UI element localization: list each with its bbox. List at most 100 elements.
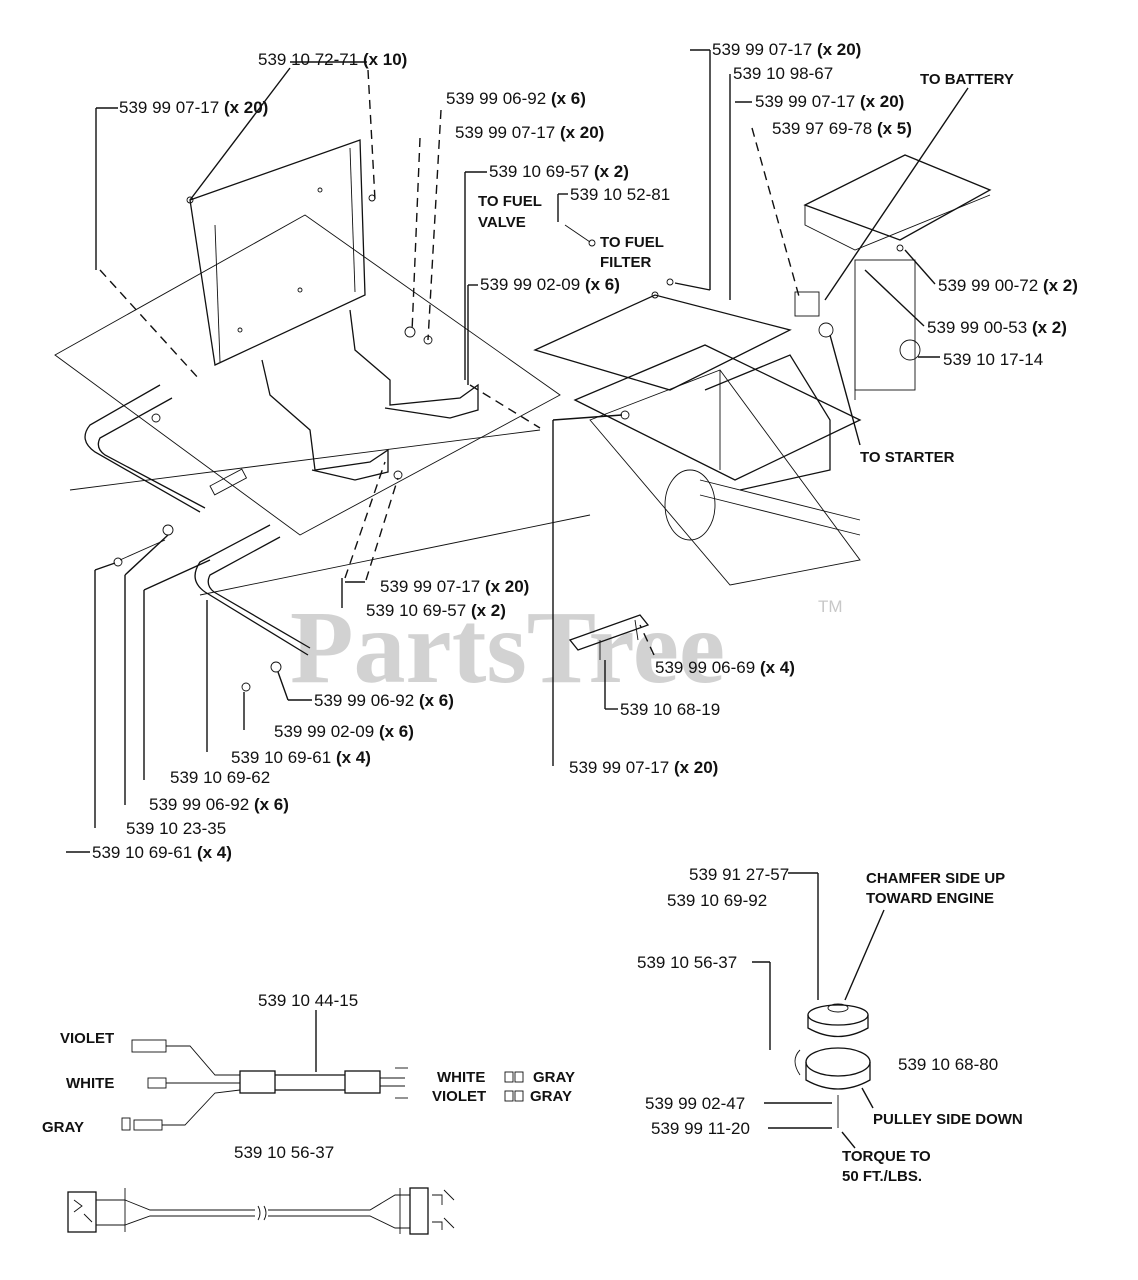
white-terminal (147, 1077, 167, 1089)
extension-cable (67, 1187, 455, 1235)
callout-539-91-27-57: 539 91 27-57 (689, 865, 789, 884)
connector-symbol (514, 1071, 524, 1083)
callout-539-99-07-17: 539 99 07-17 (x 20) (755, 92, 904, 111)
clutch-top (805, 1047, 871, 1077)
deck-plate (573, 344, 862, 481)
leader (99, 269, 201, 381)
wire-label-white-right: WHITE (437, 1069, 485, 1086)
wire-label-white: WHITE (66, 1075, 114, 1092)
callout-539-99-07-17: 539 99 07-17 (x 20) (455, 123, 604, 142)
bolt-head (620, 410, 630, 420)
clutch-wire (794, 1049, 801, 1076)
engine-deck-assembly (533, 154, 992, 660)
cable-wire (268, 1194, 410, 1211)
callout-labels: 539 10 72-71 (x 10) 539 99 07-17 (x 20) … (92, 40, 1078, 862)
frame-line (199, 514, 591, 596)
leader (844, 909, 885, 1001)
leader (469, 384, 541, 429)
bolt-head (896, 244, 904, 252)
notes: TO BATTERY TO FUEL VALVE TO FUEL FILTER … (478, 71, 1014, 466)
bent-rod (194, 524, 309, 656)
nut (393, 470, 403, 480)
lower-bracket-bolt (634, 619, 639, 641)
z-bracket (349, 309, 479, 419)
washer (404, 326, 416, 338)
callout-539-10-72-71: 539 10 72-71 (x 10) (258, 50, 407, 69)
callout-539-10-69-57: 539 10 69-57 (x 2) (489, 162, 629, 181)
note-pulley-side-down: PULLEY SIDE DOWN (873, 1111, 1023, 1128)
leader (639, 624, 655, 656)
top-cover (803, 154, 992, 241)
solenoid (794, 291, 820, 317)
leader (344, 461, 386, 579)
wire-label-gray-right-1: GRAY (533, 1069, 575, 1086)
violet-terminal (131, 1039, 167, 1053)
bracket-edge (214, 224, 221, 363)
leader (94, 562, 116, 571)
pulley-hub (827, 1003, 849, 1013)
gray-terminal-b (133, 1119, 163, 1131)
bolt-hole (317, 187, 323, 193)
callout-539-10-69-61: 539 10 69-61 (x 4) (92, 843, 232, 862)
leader (411, 137, 421, 333)
note-chamfer-line2: TOWARD ENGINE (866, 890, 994, 907)
cable-wire (96, 1215, 255, 1226)
wire-harness: 539 10 44-15 539 10 56-37 VIOLET WHITE G… (42, 991, 575, 1162)
note-to-fuel-filter-line1: TO FUEL (600, 234, 664, 251)
leader (904, 249, 936, 285)
leader (367, 69, 376, 201)
bolt-hole (297, 287, 303, 293)
bolt-head (113, 557, 123, 567)
wire-label-violet-right: VIOLET (432, 1088, 486, 1105)
note-to-fuel-valve-line2: VALVE (478, 214, 526, 231)
callout-539-10-52-81: 539 10 52-81 (570, 185, 670, 204)
nut (666, 278, 674, 286)
callout-539-99-00-53: 539 99 00-53 (x 2) (927, 318, 1067, 337)
callout-539-10-69-62: 539 10 69-62 (170, 768, 270, 787)
bracket-edge (349, 147, 356, 293)
bent-rod (207, 536, 311, 649)
cable-wire (268, 1215, 410, 1229)
leader (864, 269, 925, 327)
deck-side (589, 369, 861, 586)
pulley-body (807, 1015, 869, 1038)
seat-plate-outline (54, 214, 561, 536)
clutch-body (805, 1062, 871, 1090)
bolt-head (651, 291, 659, 299)
callout-539-99-06-69: 539 99 06-69 (x 4) (655, 658, 795, 677)
bolt-shank (119, 539, 166, 561)
callout-539-10-44-15: 539 10 44-15 (258, 991, 358, 1010)
rail-line (699, 479, 861, 521)
trademark-symbol: TM (818, 597, 843, 616)
washer (162, 524, 174, 536)
leader (124, 534, 169, 576)
bent-rod (84, 384, 201, 513)
harness-sleeve (344, 1070, 381, 1094)
bolt-hole (237, 327, 243, 333)
spacer-tube (209, 468, 248, 496)
wire-label-violet: VIOLET (60, 1030, 114, 1047)
callout-539-99-06-92: 539 99 06-92 (x 6) (446, 89, 586, 108)
fuel-fitting-end (588, 239, 596, 247)
bolt-head (151, 413, 161, 423)
top-cover-edge (804, 194, 991, 251)
callout-539-99-06-92: 539 99 06-92 (x 6) (149, 795, 289, 814)
washer (270, 661, 282, 673)
mount-plate (533, 294, 792, 391)
leader (427, 109, 442, 341)
note-to-fuel-valve-line1: TO FUEL (478, 193, 542, 210)
leader (841, 1131, 856, 1149)
callout-539-10-56-37: 539 10 56-37 (637, 953, 737, 972)
watermark-text: PartsTree (290, 590, 725, 705)
wire-label-gray: GRAY (42, 1119, 84, 1136)
pulley-top (807, 1004, 869, 1026)
note-chamfer-line1: CHAMFER SIDE UP (866, 870, 1005, 887)
callout-539-10-17-14: 539 10 17-14 (943, 350, 1043, 369)
bolt-hole (186, 196, 194, 204)
callout-539-99-06-92: 539 99 06-92 (x 6) (314, 691, 454, 710)
leader-lines (66, 49, 969, 853)
callout-539-10-56-37: 539 10 56-37 (234, 1143, 334, 1162)
gray-wire (162, 1089, 241, 1126)
callout-539-99-11-20: 539 99 11-20 (651, 1119, 750, 1138)
